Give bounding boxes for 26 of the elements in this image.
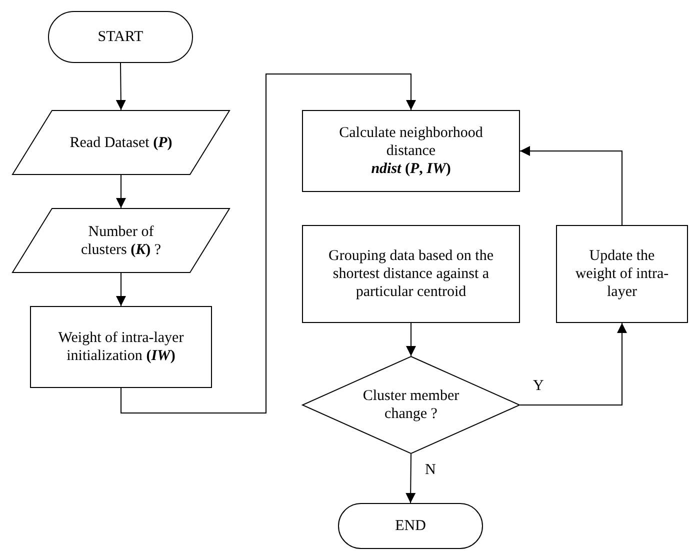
input-parallelogram bbox=[12, 110, 230, 175]
process-box bbox=[30, 306, 212, 388]
decision-diamond bbox=[302, 356, 520, 454]
node-text: END bbox=[395, 517, 426, 535]
node-text: ndist (P, IW) bbox=[371, 160, 451, 178]
arrow bbox=[116, 174, 126, 208]
input-parallelogram bbox=[12, 208, 230, 273]
arrow bbox=[116, 272, 126, 306]
terminal-shape bbox=[338, 503, 483, 549]
process-box bbox=[302, 110, 520, 192]
process-box bbox=[302, 225, 520, 323]
node-text: Weight of intra-layer initialization (IW) bbox=[57, 329, 185, 365]
node-text: Update the weight of intra-layer bbox=[574, 247, 670, 301]
node-text: START bbox=[98, 28, 144, 46]
arrow bbox=[520, 146, 622, 226]
arrow bbox=[116, 62, 126, 110]
node-text: Cluster member change ? bbox=[362, 387, 460, 423]
arrow bbox=[406, 454, 416, 504]
node-text: Number of clusters (K) ? bbox=[80, 222, 162, 258]
arrow bbox=[406, 322, 416, 356]
terminal-shape bbox=[48, 11, 193, 63]
process-box bbox=[556, 225, 688, 323]
node-text: Grouping data based on the shortest distance against a particular centroid bbox=[328, 247, 494, 301]
arrow bbox=[520, 322, 627, 406]
node-text: Read Dataset (P) bbox=[70, 134, 172, 152]
arrow bbox=[120, 74, 416, 414]
